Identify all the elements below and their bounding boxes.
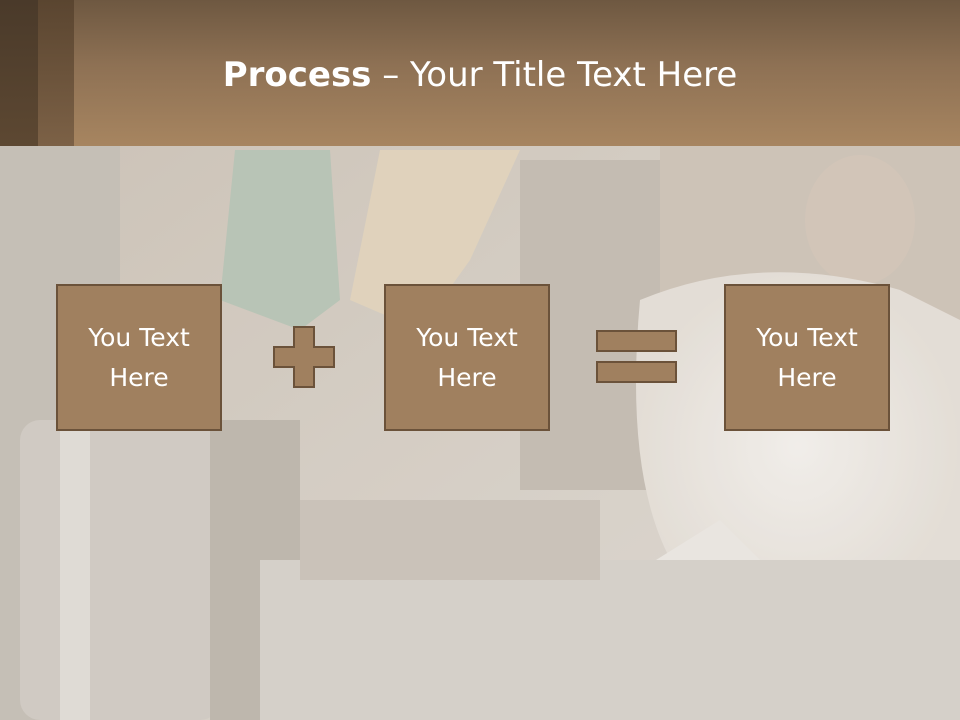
plus-icon — [273, 326, 335, 388]
process-box-1-label: You Text Here — [88, 322, 190, 392]
process-box-2-label: You Text Here — [416, 322, 518, 392]
slide-title-rest: – Your Title Text Here — [371, 55, 738, 95]
process-box-3[interactable]: You Text Here — [724, 284, 890, 431]
process-box-2[interactable]: You Text Here — [384, 284, 550, 431]
title-bar-accent-mid — [38, 0, 74, 146]
slide-title-bold: Process — [222, 55, 372, 95]
title-bar-accent-dark — [0, 0, 38, 146]
equals-icon — [596, 330, 677, 383]
title-bar: Process – Your Title Text Here — [0, 0, 960, 146]
process-box-1[interactable]: You Text Here — [56, 284, 222, 431]
slide-title[interactable]: Process – Your Title Text Here — [0, 52, 960, 98]
process-box-3-label: You Text Here — [756, 322, 858, 392]
